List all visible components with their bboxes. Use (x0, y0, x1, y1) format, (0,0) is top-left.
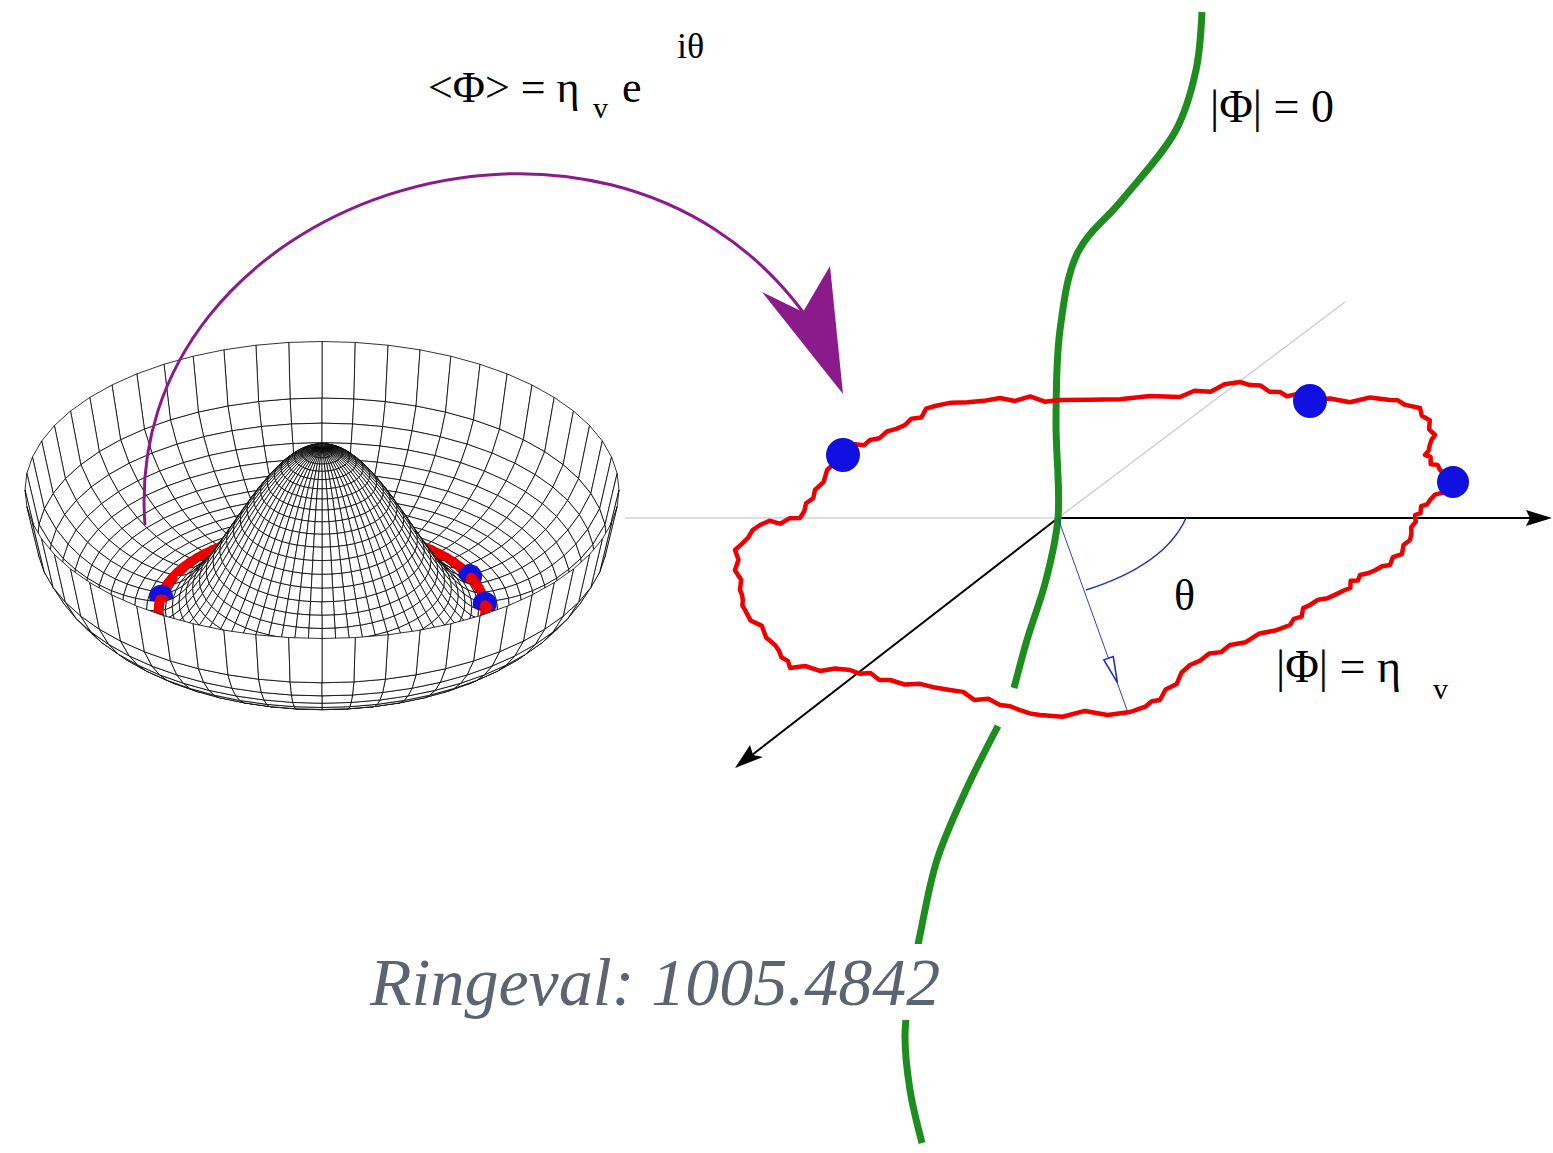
mesh-cell (351, 424, 383, 446)
mesh-cell (256, 342, 290, 401)
mesh-cell (193, 350, 228, 412)
mesh-cell (289, 342, 322, 399)
mesh-cell (290, 398, 322, 424)
mesh-cell (261, 424, 293, 446)
mesh-cell (256, 342, 290, 401)
mesh-cell (353, 399, 386, 427)
mesh-cell (290, 398, 322, 424)
mesh-cell (416, 350, 451, 412)
mesh-cell (322, 342, 355, 399)
mesh-cell (354, 342, 388, 401)
mesh-cell (383, 402, 416, 431)
mesh-cell (351, 424, 383, 446)
mesh-cell (385, 345, 420, 406)
mesh-cell (416, 350, 451, 412)
potential-bowl (25, 342, 619, 710)
mesh-cell (322, 423, 353, 443)
mesh-cell (383, 402, 416, 431)
mesh-cell (193, 350, 228, 412)
mesh-cell (385, 345, 420, 406)
mesh-cell (354, 342, 388, 401)
mesh-cell (259, 399, 292, 427)
mesh-cell (322, 398, 354, 424)
mesh-cell (322, 398, 354, 424)
mesh-cell (291, 423, 322, 443)
mesh-cell (322, 342, 355, 399)
mesh-cell (289, 342, 322, 399)
mesh-cell (353, 399, 386, 427)
mesh-cell (259, 399, 292, 427)
mesh-cell (224, 345, 259, 406)
mesh-cell (291, 423, 322, 443)
mesh-cell (261, 424, 293, 446)
mesh-cell (228, 402, 261, 431)
mesh-cell (224, 345, 259, 406)
mesh-cell (322, 423, 353, 443)
mesh-cell (228, 402, 261, 431)
